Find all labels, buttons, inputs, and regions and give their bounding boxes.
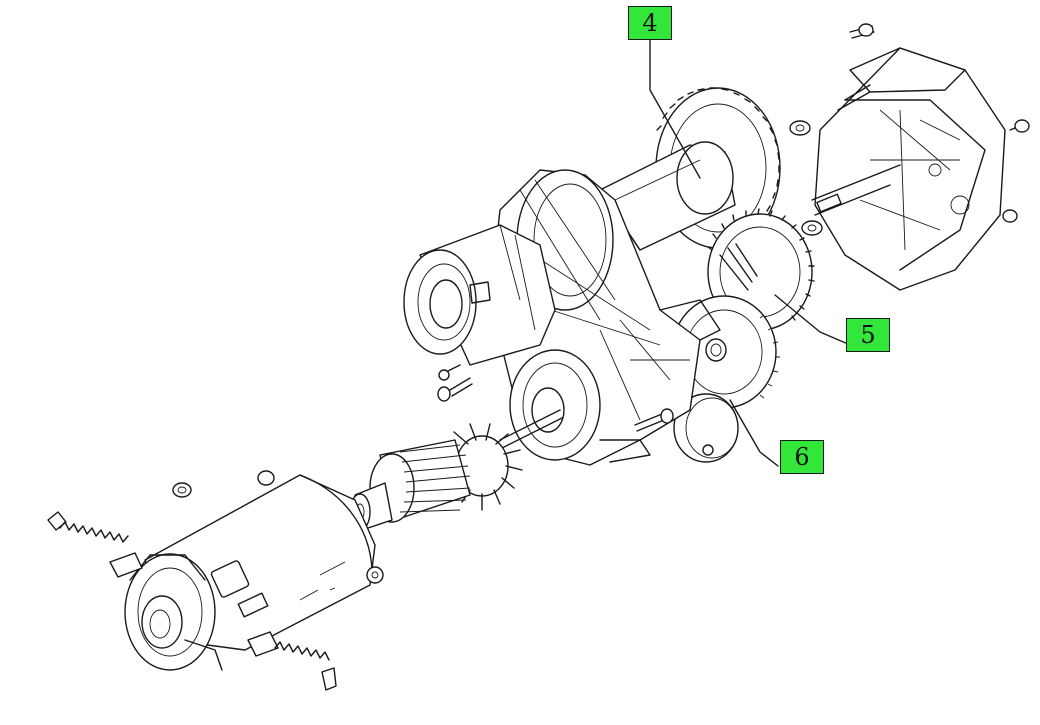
callout-4-label: 4 [642,9,658,37]
callout-5-label: 5 [860,321,876,349]
gearbox-cover-plate [811,47,1006,291]
housing-screw-1 [437,377,473,402]
callout-5: 5 [846,318,890,352]
screw-right-lower [1002,209,1018,223]
callout-6: 6 [780,440,824,474]
screw-right-upper [1009,119,1030,133]
housing-screw-2 [438,364,461,381]
leader-line-6 [729,399,779,467]
leader-line-5 [774,294,849,345]
armature-rotor [349,409,563,531]
washers [789,120,823,236]
large-gear-shaft [599,87,781,251]
brush-spring-left [47,511,143,578]
callout-4: 4 [628,6,672,40]
housing-screw-3 [634,408,674,432]
screw-top [849,23,875,39]
small-gear [671,295,780,409]
leader-line-4 [649,37,701,179]
brush-spring-right [247,631,337,691]
bearing-housing [403,224,556,366]
callout-6-label: 6 [794,443,810,471]
spacer-disc [673,393,739,463]
brush-end-cap [124,553,223,671]
